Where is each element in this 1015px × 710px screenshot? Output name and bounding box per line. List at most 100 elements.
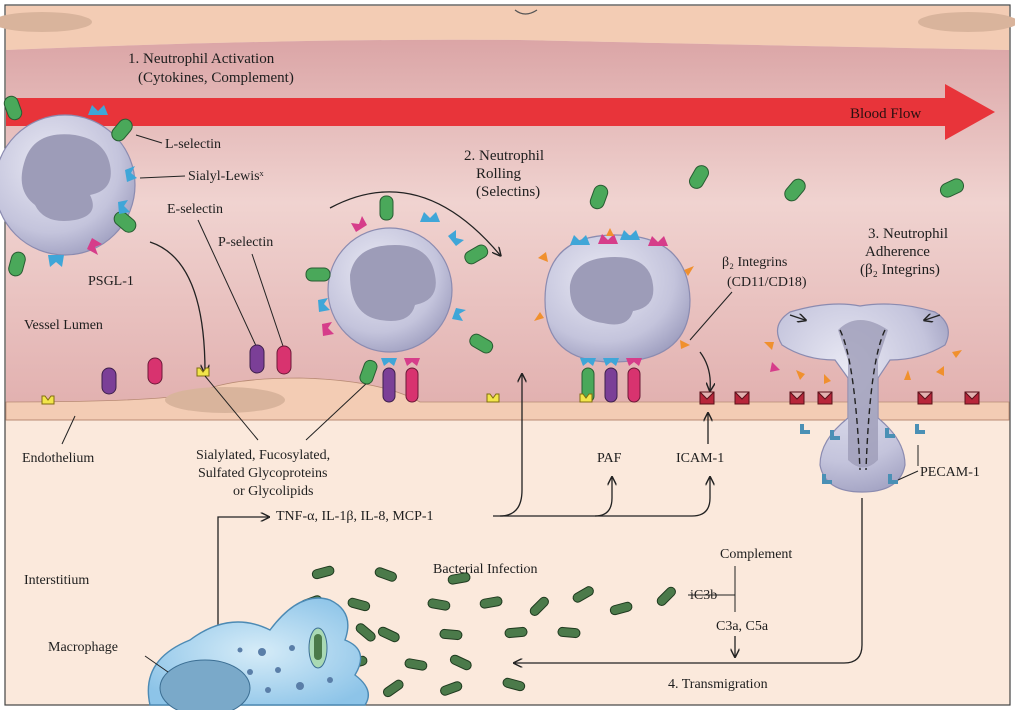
macrophage-to-cytokines-arrow [217,517,268,640]
integrin-mark [796,370,805,380]
macrophage-nucleus [159,659,251,710]
granule [247,669,253,675]
engulfed-bacterium [314,634,322,660]
sialyl-lewis-mark [448,230,464,246]
psgl1-mark [770,362,780,372]
integrin-binding-arrow [699,351,710,390]
endothelium-label: Endothelium [22,451,94,466]
e-selectin-mark [604,367,618,403]
sialyl-lewis-mark [381,358,397,366]
l-selectin-mark [359,359,378,385]
vessel-wall-top [6,6,1009,50]
pecam1-leader [897,470,919,481]
p-selectin-leader [251,253,286,353]
step2-label-line3: (Selectins) [476,184,540,200]
granule [289,645,295,651]
bacterial-infection-label: Bacterial Infection [433,562,538,577]
pecam1-mark [885,428,895,438]
sialyl-lewis-label: Sialyl-Lewisˣ [188,169,265,184]
sialyl-lewis-mark [125,166,137,182]
l-selectin-label: L-selectin [165,137,221,152]
bacterium [479,596,503,609]
sialyl-lewis-leader [139,175,186,179]
capture-arrow [149,241,205,372]
psgl1-mark [351,216,367,232]
bacterium [502,677,526,692]
cytokine-to-icam1-arrow [595,478,710,517]
neutrophil-nucleus [569,257,654,325]
granule [258,648,266,656]
p-selectin-label: P-selectin [218,235,273,250]
integrin-mark [538,252,548,262]
glyco-label-line1: Sialylated, Fucosylated, [196,448,330,463]
macrophage-leader [144,655,169,673]
e-selectin-mark [249,344,265,374]
neutrophil-free [0,95,137,277]
icam1-mark [917,391,933,405]
bacterium [609,601,633,616]
icam1-mark [699,391,715,405]
icam1-mark [734,391,750,405]
shed-l-selectin-mark [939,178,965,198]
integrin-mark [904,370,911,380]
neutrophil-rolling [305,191,500,403]
c3a-c5a-label: C3a, C5a [716,619,769,634]
e-selectin-leader [197,219,258,349]
l-selectin-leader [135,134,163,144]
e-selectin-label: E-selectin [167,202,223,217]
icam1-label: ICAM-1 [676,451,724,466]
transmigration-arrow [515,498,863,663]
shed-l-selectin-mark [589,184,609,210]
icam1-mark [789,391,805,405]
sialyl-lewis-mark [118,200,130,214]
pecam1-mark [822,474,832,484]
shed-l-selectin-mark [784,178,806,202]
glyco-leader [305,381,369,441]
granule [275,667,281,673]
neutrophil-nucleus [21,134,111,221]
sialyl-lewis-mark [88,105,108,115]
l-selectin-mark [111,118,133,142]
glyco-ligand-mark [41,395,55,405]
integrin-mark [824,374,831,384]
step2-label-line1: 2. Neutrophil [464,148,544,164]
blood-flow-label: Blood Flow [850,106,921,122]
bacterium [440,681,463,696]
spreading-arrow [789,315,805,320]
bacterium [447,572,471,585]
sialyl-lewis-mark [570,235,590,245]
step1-label-line1: 1. Neutrophil Activation [128,51,275,67]
sialyl-lewis-mark [318,298,330,312]
blood-flow-arrow [6,84,995,140]
l-selectin-mark [464,244,489,265]
bacterium [311,565,335,580]
step1-label-line2: (Cytokines, Complement) [138,70,294,86]
vessel-lumen [6,39,1009,402]
e-selectin-mark [382,367,396,403]
macrophage-label: Macrophage [48,640,118,655]
glyco-label-line3: or Glycolipids [233,484,314,499]
shed-l-selectin-mark [689,165,709,189]
granule [237,647,243,653]
psgl1-mark [648,236,668,246]
pecam1-label: PECAM-1 [920,465,980,480]
sialyl-lewis-mark [580,358,596,366]
granule [296,682,304,690]
glyco-label-line2: Sulfated Glycoproteins [198,466,327,481]
psgl1-mark [322,322,334,336]
icam1-mark [964,391,980,405]
bacterium [347,597,371,612]
sialyl-lewis-mark [620,230,640,240]
cytokines-label: TNF-α, IL-1β, IL-8, MCP-1 [276,509,434,524]
cell-junction-top [514,9,538,15]
sialyl-lewis-mark [603,358,619,366]
neutrophil-activated [534,228,694,403]
p-selectin-mark [276,345,292,375]
cd11-cd18-label: (CD11/CD18) [727,275,807,290]
transmigration-label: 4. Transmigration [668,677,768,692]
psgl1-mark [87,238,102,255]
sialyl-lewis-mark [452,308,466,321]
pecam1-mark [888,474,898,484]
bacterium [529,596,549,616]
p-selectin-mark [627,367,641,403]
